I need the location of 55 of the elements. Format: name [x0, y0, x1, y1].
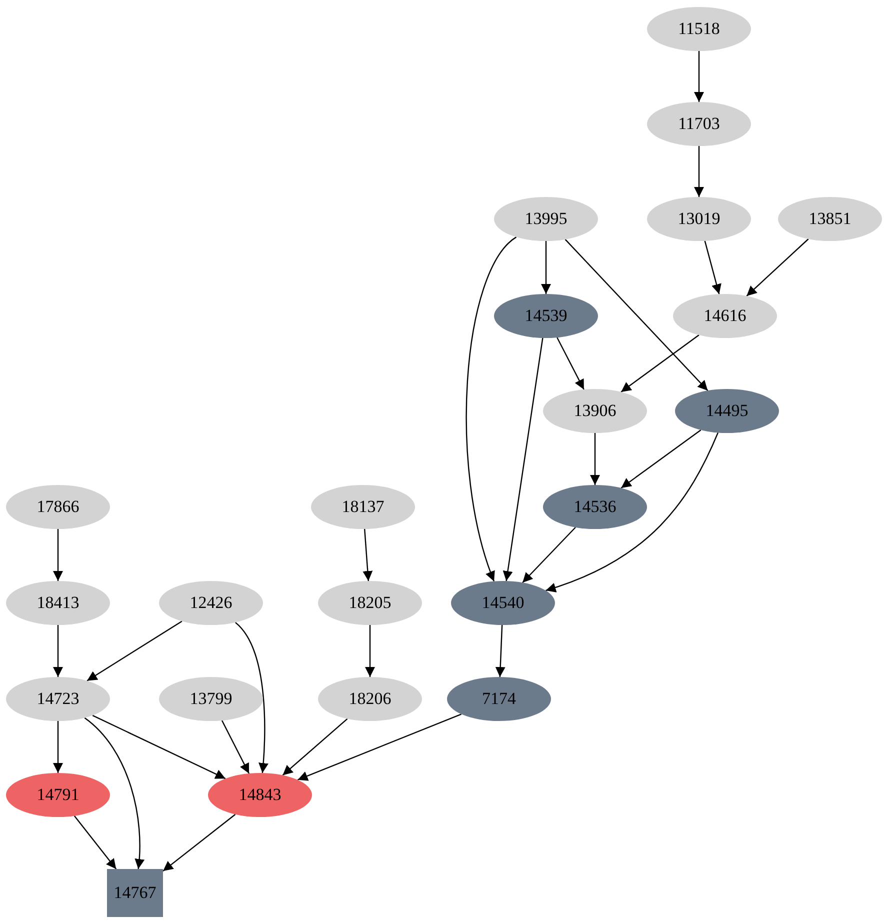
arrow — [590, 433, 600, 485]
node-label: 14536 — [574, 497, 616, 517]
node-label: 14616 — [704, 306, 746, 326]
arrow — [84, 717, 144, 870]
arrow — [162, 814, 236, 872]
node-label: 13019 — [678, 209, 720, 229]
node-label: 11518 — [678, 19, 720, 39]
node-label: 17866 — [36, 497, 80, 517]
arrow — [365, 625, 375, 677]
arrow — [86, 620, 182, 682]
arrow — [620, 430, 702, 488]
arrow — [620, 334, 700, 392]
node-label: 18137 — [342, 497, 384, 517]
arrow — [221, 720, 250, 774]
arrow — [541, 241, 551, 294]
node-label: 14495 — [706, 401, 748, 421]
node-label: 14723 — [36, 689, 80, 709]
arrow — [282, 718, 348, 776]
arrow — [53, 625, 63, 677]
node-label: 12426 — [190, 593, 232, 613]
arrow — [466, 236, 517, 582]
node-label: 14791 — [36, 785, 80, 805]
node-label: 18206 — [348, 689, 392, 709]
arrow — [522, 526, 576, 584]
arrow — [234, 622, 268, 774]
arrow — [564, 239, 708, 391]
arrow — [74, 816, 117, 870]
ellipse-node — [159, 677, 263, 721]
node-label: 14843 — [238, 785, 282, 805]
arrow — [556, 337, 584, 390]
box-node — [107, 869, 163, 917]
arrow — [495, 624, 506, 678]
arrow — [53, 529, 63, 581]
node-label: 13995 — [524, 209, 568, 229]
ellipse-node — [451, 581, 555, 625]
arrow — [53, 721, 63, 773]
node-label: 18205 — [348, 593, 392, 613]
node-label: 14539 — [524, 306, 568, 326]
node-label: 18413 — [36, 593, 80, 613]
arrow — [694, 51, 704, 102]
arrow — [362, 528, 373, 582]
arrow — [694, 146, 704, 197]
node-label: 14540 — [482, 593, 524, 613]
node-label: 13851 — [808, 209, 852, 229]
arrow — [297, 714, 462, 781]
node-label: 13906 — [574, 401, 616, 421]
arrow — [546, 432, 719, 592]
arrow — [502, 338, 544, 582]
arrow — [92, 714, 226, 780]
node-label: 7174 — [482, 689, 516, 709]
node-label: 14767 — [114, 883, 156, 903]
arrow — [746, 238, 809, 296]
node-label: 13799 — [190, 689, 232, 709]
node-label: 11703 — [678, 114, 720, 134]
arrow — [704, 240, 722, 294]
